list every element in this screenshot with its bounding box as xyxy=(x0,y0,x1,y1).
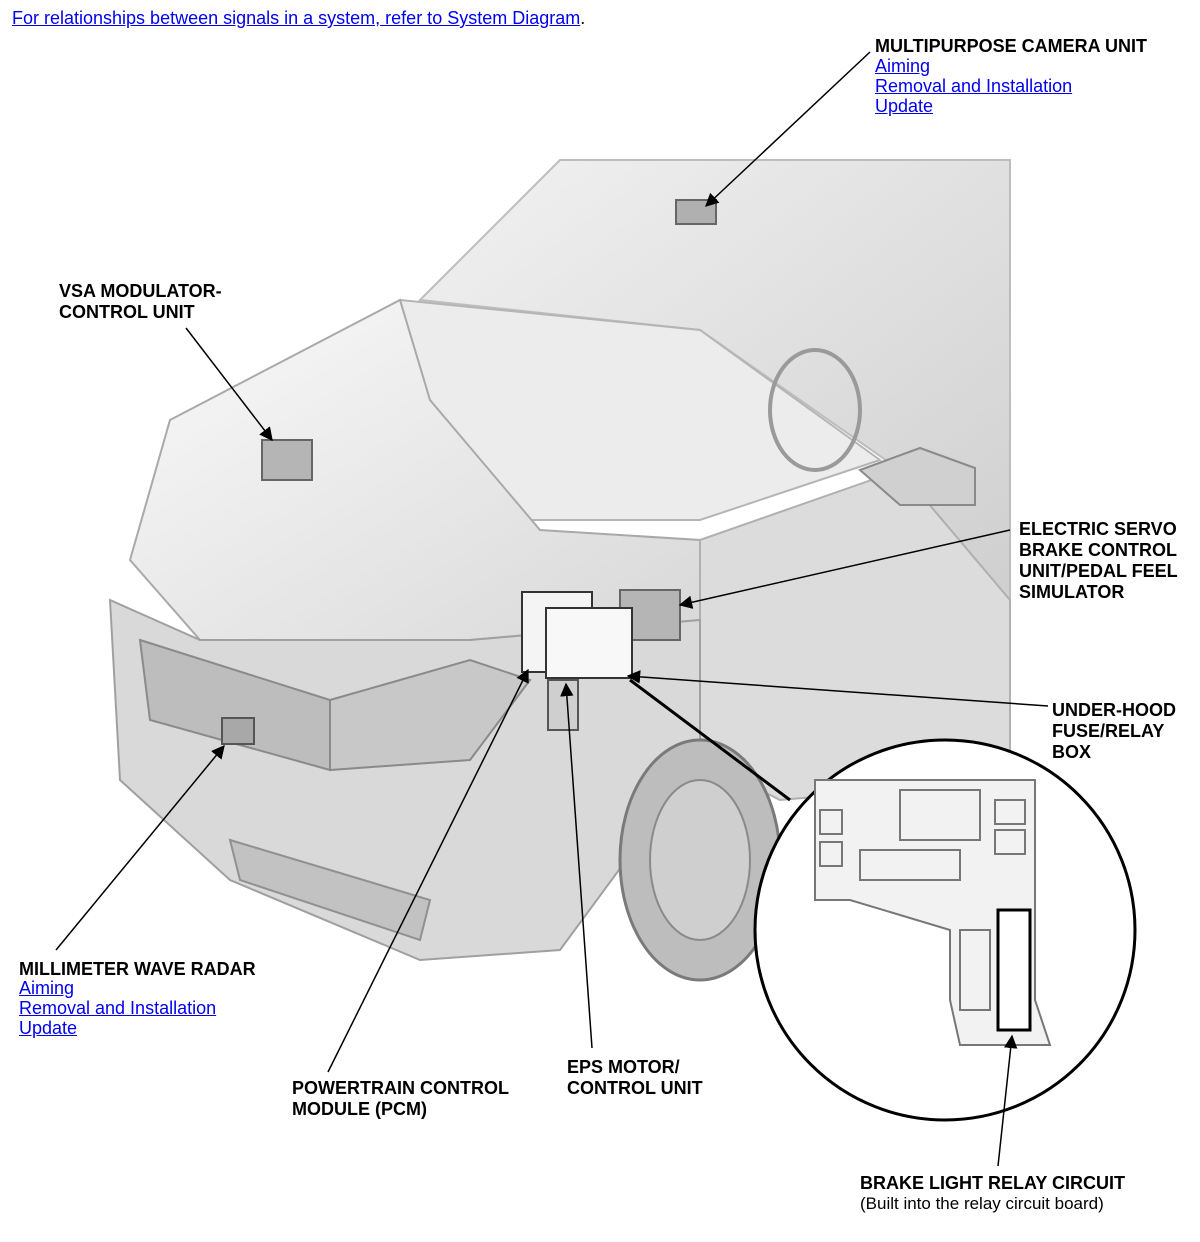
radar-links: Aiming Removal and Installation Update xyxy=(19,978,216,1038)
system-diagram-link[interactable]: For relationships between signals in a s… xyxy=(12,8,581,28)
radar-update-link[interactable]: Update xyxy=(19,1018,78,1038)
eps-leader xyxy=(560,682,593,1049)
intro-suffix: . xyxy=(580,8,586,28)
fusebox-leader xyxy=(626,670,1049,707)
servo-label-line4: SIMULATOR xyxy=(1019,582,1125,602)
radar-label: MILLIMETER WAVE RADAR xyxy=(19,959,256,979)
radar-shape xyxy=(221,717,255,745)
camera-unit-links: Aiming Removal and Installation Update xyxy=(875,56,1072,116)
fusebox-shape xyxy=(545,607,633,679)
vsa-leader xyxy=(185,327,273,442)
vsa-unit-label: VSA MODULATOR- CONTROL UNIT xyxy=(59,281,222,323)
servo-unit-label: ELECTRIC SERVO BRAKE CONTROL UNIT/PEDAL … xyxy=(1019,519,1178,603)
fusebox-label-line1: UNDER-HOOD xyxy=(1052,700,1176,720)
servo-label-line2: BRAKE CONTROL xyxy=(1019,540,1177,560)
camera-unit-shape xyxy=(675,199,717,225)
camera-update-link[interactable]: Update xyxy=(875,96,934,116)
pcm-label-line2: MODULE (PCM) xyxy=(292,1099,427,1119)
fusebox-label-line3: BOX xyxy=(1052,742,1092,762)
eps-label-line1: EPS MOTOR/ xyxy=(567,1057,680,1077)
camera-unit-label: MULTIPURPOSE CAMERA UNIT xyxy=(875,36,1147,56)
servo-label-line1: ELECTRIC SERVO xyxy=(1019,519,1177,539)
fusebox-detail xyxy=(814,779,1052,1046)
steering-wheel xyxy=(768,348,862,472)
relay-leader xyxy=(997,1034,1018,1167)
lower-intake xyxy=(228,838,432,942)
servo-label-line3: UNIT/PEDAL FEEL xyxy=(1019,561,1178,581)
pcm-label: POWERTRAIN CONTROL MODULE (PCM) xyxy=(292,1078,509,1120)
camera-leader xyxy=(705,51,871,207)
pcm-label-line1: POWERTRAIN CONTROL xyxy=(292,1078,509,1098)
camera-aiming-link[interactable]: Aiming xyxy=(875,56,931,76)
relay-circuit-label: BRAKE LIGHT RELAY CIRCUIT xyxy=(860,1173,1126,1193)
vsa-unit-label-line2: CONTROL UNIT xyxy=(59,302,195,322)
vsa-unit-label-line1: VSA MODULATOR- xyxy=(59,281,222,301)
eps-shape xyxy=(547,679,579,731)
eps-label: EPS MOTOR/ CONTROL UNIT xyxy=(567,1057,703,1099)
radar-leader xyxy=(55,744,225,951)
radar-removal-link[interactable]: Removal and Installation xyxy=(19,998,217,1018)
vsa-unit-shape xyxy=(261,439,313,481)
eps-label-line2: CONTROL UNIT xyxy=(567,1078,703,1098)
relay-circuit-sublabel: (Built into the relay circuit board) xyxy=(860,1194,1104,1213)
pcm-leader xyxy=(327,668,529,1073)
side-mirror xyxy=(858,446,976,506)
fusebox-label: UNDER-HOOD FUSE/RELAY BOX xyxy=(1052,700,1176,763)
zoom-connector xyxy=(629,678,791,802)
intro-line: For relationships between signals in a s… xyxy=(12,8,585,29)
radar-aiming-link[interactable]: Aiming xyxy=(19,978,75,998)
camera-removal-link[interactable]: Removal and Installation xyxy=(875,76,1073,96)
headlight xyxy=(329,658,532,772)
relay-board-shape xyxy=(996,908,1032,1032)
fusebox-label-line2: FUSE/RELAY xyxy=(1052,721,1165,741)
servo-leader xyxy=(678,529,1011,609)
